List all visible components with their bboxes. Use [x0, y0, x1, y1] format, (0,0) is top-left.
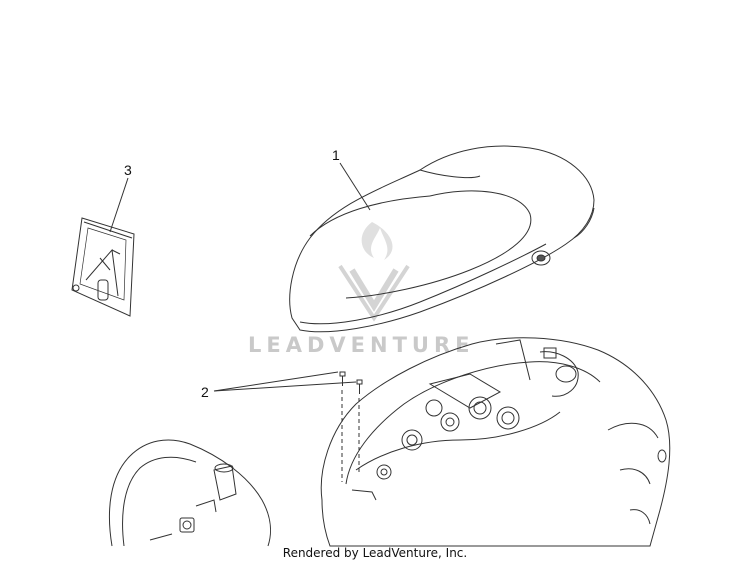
footer-credit: Rendered by LeadVenture, Inc. — [282, 546, 468, 560]
watermark-text: LEADVENTURE — [248, 333, 474, 357]
front-panel-component — [108, 439, 271, 547]
seat-part — [289, 145, 595, 333]
leader-lines — [109, 162, 371, 392]
helmet-compartment — [320, 337, 671, 547]
callout-label-3: 3 — [124, 162, 132, 178]
callout-label-2: 2 — [201, 384, 209, 400]
screws-part — [339, 371, 363, 482]
callout-label-1: 1 — [332, 147, 340, 163]
tool-kit-part — [71, 217, 135, 317]
watermark-logo — [338, 222, 410, 322]
